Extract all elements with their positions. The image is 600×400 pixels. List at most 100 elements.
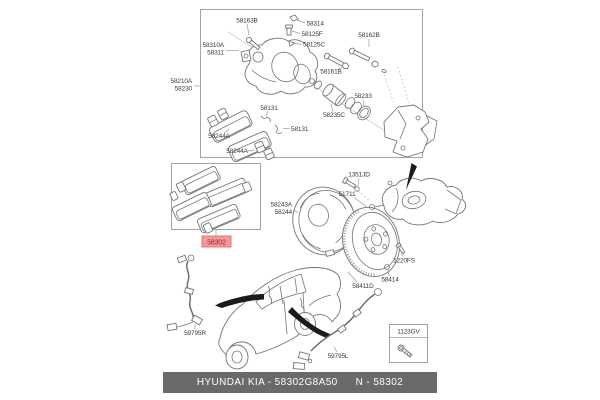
- part-label-59795R[interactable]: 59795R: [184, 330, 206, 337]
- hose-eyelet: [374, 288, 382, 296]
- mount-ear-hole: [243, 53, 249, 59]
- connector-body: [166, 322, 178, 332]
- part-label-58125F[interactable]: 58125F: [302, 31, 323, 38]
- footer-plate: HYUNDAI KIA - 58302G8A50 N - 58302: [163, 372, 437, 393]
- part-label-58414[interactable]: 58414: [381, 277, 399, 284]
- eyelet-stub: [371, 293, 376, 298]
- pad-2: [227, 131, 272, 163]
- pad-friction: [175, 197, 210, 220]
- part-label-1123GV[interactable]: 1123GV: [397, 329, 420, 336]
- part-label-58314[interactable]: 58314: [307, 21, 325, 28]
- part-label-58131-1[interactable]: 58131: [260, 105, 278, 112]
- disc-face: [351, 211, 398, 270]
- rod-shaft: [352, 49, 371, 62]
- caliper-bore: [271, 51, 299, 83]
- clip-slot: [219, 111, 227, 117]
- part-label-58235C[interactable]: 58235C: [323, 112, 345, 119]
- connector-pin: [307, 358, 313, 364]
- pin-washer: [354, 186, 360, 192]
- hose-bracket-2: [352, 308, 362, 318]
- piston-cylinder: [322, 83, 347, 107]
- disc-screw-drawing: [395, 242, 406, 255]
- part-label-58243A[interactable]: 58243A: [270, 202, 292, 209]
- seal-ring-2: [350, 101, 362, 115]
- bolt-58163B-drawing: [245, 36, 261, 51]
- piston-boot: [313, 80, 323, 90]
- part-label-58244[interactable]: 58244: [275, 209, 293, 216]
- hose-top-bracket: [176, 254, 188, 264]
- kit-clip-3: [203, 222, 213, 234]
- part-label-58411D[interactable]: 58411D: [352, 283, 374, 290]
- leader: [336, 66, 344, 71]
- splash-shield-drawing: [292, 186, 356, 257]
- leader: [295, 43, 302, 45]
- leader: [333, 346, 338, 353]
- part-label-58161B[interactable]: 58161B: [320, 69, 342, 76]
- dash-leader-3: [357, 190, 371, 202]
- carrier-hole-1: [415, 115, 421, 121]
- car-body: [218, 267, 341, 358]
- part-label-58210A[interactable]: 58210A: [170, 78, 192, 85]
- hose-sensor-head: [297, 351, 311, 361]
- callout-arrow-caliper: [406, 163, 417, 190]
- part-label-58125C[interactable]: 58125C: [303, 42, 325, 49]
- clip-body: [203, 222, 213, 234]
- bracket-body: [176, 254, 188, 264]
- caliper-assembly-drawing: [369, 177, 466, 226]
- disc-hub: [363, 224, 390, 255]
- lug-hole: [371, 226, 376, 232]
- leader: [400, 252, 404, 257]
- part-label-59795L[interactable]: 59795L: [328, 353, 349, 360]
- bolt-shaft: [248, 39, 261, 51]
- clip-body: [242, 181, 252, 193]
- footer-brand-part-number: HYUNDAI KIA - 58302G8A50: [196, 377, 338, 388]
- sensor-body: [297, 351, 311, 361]
- pad-friction: [231, 137, 270, 161]
- carrier-bracket-drawing: [383, 104, 438, 158]
- bracket-body: [352, 308, 362, 318]
- car-harness-squiggle-1: [267, 285, 273, 305]
- part-label-58131-2[interactable]: 58131: [291, 126, 309, 133]
- boot-ring-inner: [359, 107, 369, 119]
- pad-kit-drawing: [169, 166, 252, 234]
- leader: [347, 271, 358, 283]
- part-label-58230[interactable]: 58230: [175, 86, 193, 93]
- part-label-58244A-1[interactable]: 58244A: [208, 133, 230, 140]
- seal-ring-1: [344, 97, 356, 109]
- bolt-shaft: [327, 54, 346, 68]
- shield-cutout-4: [302, 234, 321, 250]
- piston-end: [335, 93, 347, 107]
- car-b-pillar: [279, 285, 284, 305]
- guide-pin-boss: [369, 204, 375, 210]
- caliper-assy-body: [381, 177, 466, 226]
- pin-shaft: [345, 179, 357, 189]
- part-label-58310A[interactable]: 58310A: [202, 42, 224, 49]
- bolt-shaft: [401, 347, 413, 358]
- pad-spring-2-drawing: [274, 124, 283, 134]
- clip-slot: [265, 152, 273, 156]
- part-label-58233[interactable]: 58233: [354, 93, 372, 100]
- part-label-1351JD[interactable]: 1351JD: [348, 172, 370, 179]
- connector-wire: [176, 321, 194, 328]
- carrier-back-plate: [422, 114, 438, 148]
- part-label-51711[interactable]: 51711: [339, 191, 357, 198]
- piston-seal-drawing: [309, 78, 371, 121]
- highlight-label-box[interactable]: [201, 235, 232, 248]
- bleeder-cap-top: [285, 24, 293, 29]
- abutment-clip-3: [254, 140, 266, 154]
- shield-hub-hole: [307, 203, 329, 227]
- part-label-1220FS[interactable]: 1220FS: [393, 258, 416, 265]
- lug-hole: [370, 247, 376, 253]
- lug-hole: [382, 244, 387, 250]
- part-label-58302[interactable]: 58302: [207, 239, 226, 246]
- disc-outer: [342, 206, 400, 278]
- part-label-58311[interactable]: 58311: [207, 50, 225, 57]
- disc-section: 1351JD 51711 58243A 58244 1220FS 58414 5…: [270, 163, 466, 290]
- part-label-58162B[interactable]: 58162B: [358, 32, 380, 39]
- upper-assembly-section: 58163B 58314 58125F 58125C 58162B 58310A…: [170, 9, 438, 163]
- caliper-detail-line: [251, 69, 277, 83]
- part-label-58244A-2[interactable]: 58244A: [226, 148, 248, 155]
- part-label-58163B[interactable]: 58163B: [236, 18, 258, 25]
- hose-left-drawing: 59795L: [292, 288, 382, 370]
